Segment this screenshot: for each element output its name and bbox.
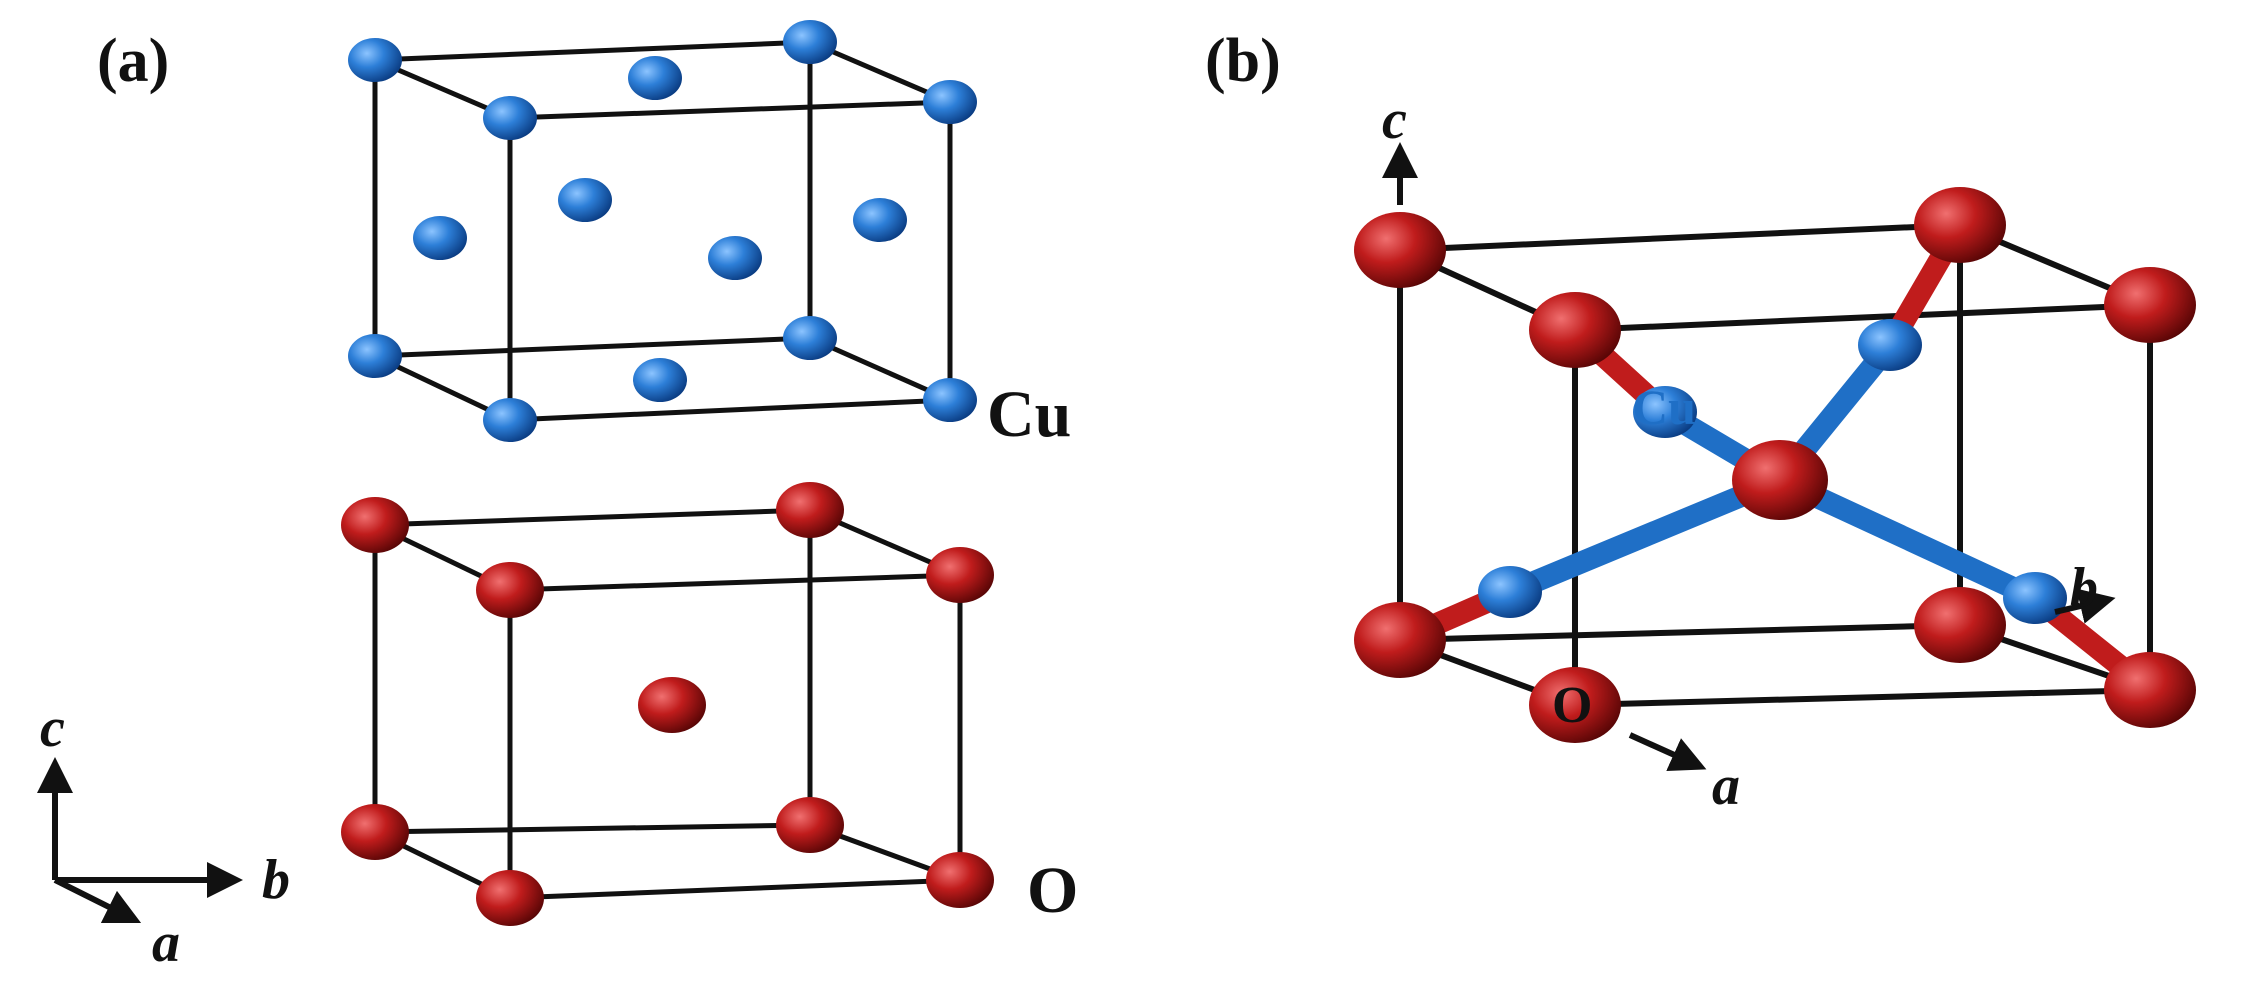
o-atom [1529, 667, 1621, 743]
bond-cu-half [1769, 469, 2046, 609]
cu-atom [633, 358, 687, 402]
cu-atom [483, 398, 537, 442]
panel-b-o-atom-label: O [1552, 677, 1593, 734]
cell-edge [1399, 622, 1961, 643]
panel-a-cu-cell [348, 20, 977, 442]
cu-atom [628, 56, 682, 100]
panel-b-o-atoms [1354, 187, 2196, 743]
panel-b-cu2o-cell [1354, 187, 2196, 743]
o-atom [476, 562, 544, 618]
panel-b-cu-atom-label: Cu [1632, 379, 1696, 435]
cell-edge [374, 822, 811, 835]
cu-atom [783, 316, 837, 360]
cell-edge [374, 507, 811, 528]
cu-atom [348, 334, 402, 378]
o-atom [776, 482, 844, 538]
cu-atom [923, 80, 977, 124]
cu-atom [783, 20, 837, 64]
panel-a-axis-b-label: b [262, 849, 290, 911]
panel-b-cu-atoms [1478, 319, 2067, 624]
axis-a-arrow [53, 877, 142, 924]
o-atom [1354, 212, 1446, 288]
cu-atom [1633, 386, 1697, 438]
panel-b-axis-a-label: a [1712, 755, 1740, 817]
panel-a-tag: (a) [97, 27, 170, 95]
o-atom [1354, 602, 1446, 678]
o-atom [638, 677, 706, 733]
panel-a-axis-triad [37, 757, 243, 924]
cu-atom [923, 378, 977, 422]
cell-edge [509, 397, 951, 423]
cu-atom [708, 236, 762, 280]
bond-cu-half [1499, 469, 1791, 603]
o-atom [776, 797, 844, 853]
cell-edge [1574, 687, 2151, 708]
panel-b-axis-b-label: b [2070, 557, 2098, 619]
o-atom [1529, 292, 1621, 368]
cell-edge [1574, 302, 2151, 333]
o-atom [1914, 187, 2006, 263]
o-atom [341, 497, 409, 553]
cell-edge [509, 99, 951, 121]
cu-atom [2003, 572, 2067, 624]
o-atom [926, 852, 994, 908]
panel-b-axis-arrows [1382, 142, 2116, 772]
panel-b-tag: (b) [1205, 27, 1281, 95]
panel-a-axis-a-label: a [152, 912, 180, 974]
cu-atom [558, 178, 612, 222]
cell-edge [1399, 222, 1961, 253]
cu-atoms [348, 20, 977, 442]
cell-edge [374, 39, 811, 63]
panel-b-axis-c-label: c [1382, 89, 1407, 151]
cu-atom [853, 198, 907, 242]
cu-atom-label: Cu [987, 378, 1072, 451]
cell-edge [509, 877, 961, 901]
o-atom-label: O [1027, 854, 1079, 927]
cell-edge [509, 572, 961, 593]
o-atom [926, 547, 994, 603]
cu-atom [483, 96, 537, 140]
o-atom [2104, 267, 2196, 343]
o-atom-center [1732, 440, 1828, 520]
o-atom [476, 870, 544, 926]
cu-atom [1478, 566, 1542, 618]
o-atom [341, 804, 409, 860]
o-atom [2104, 652, 2196, 728]
panel-a-o-cell [341, 482, 994, 926]
axis-a-arrow [1628, 732, 1707, 772]
o-atom [1914, 587, 2006, 663]
panel-b-cell-edges [1397, 222, 2153, 708]
cu-atom [1858, 319, 1922, 371]
panel-a-axis-c-label: c [40, 697, 65, 759]
cell-edge [374, 335, 811, 359]
cu-atom [413, 216, 467, 260]
axis-b-arrow [2054, 588, 2116, 624]
cu-atom [348, 38, 402, 82]
o-atoms [341, 482, 994, 926]
